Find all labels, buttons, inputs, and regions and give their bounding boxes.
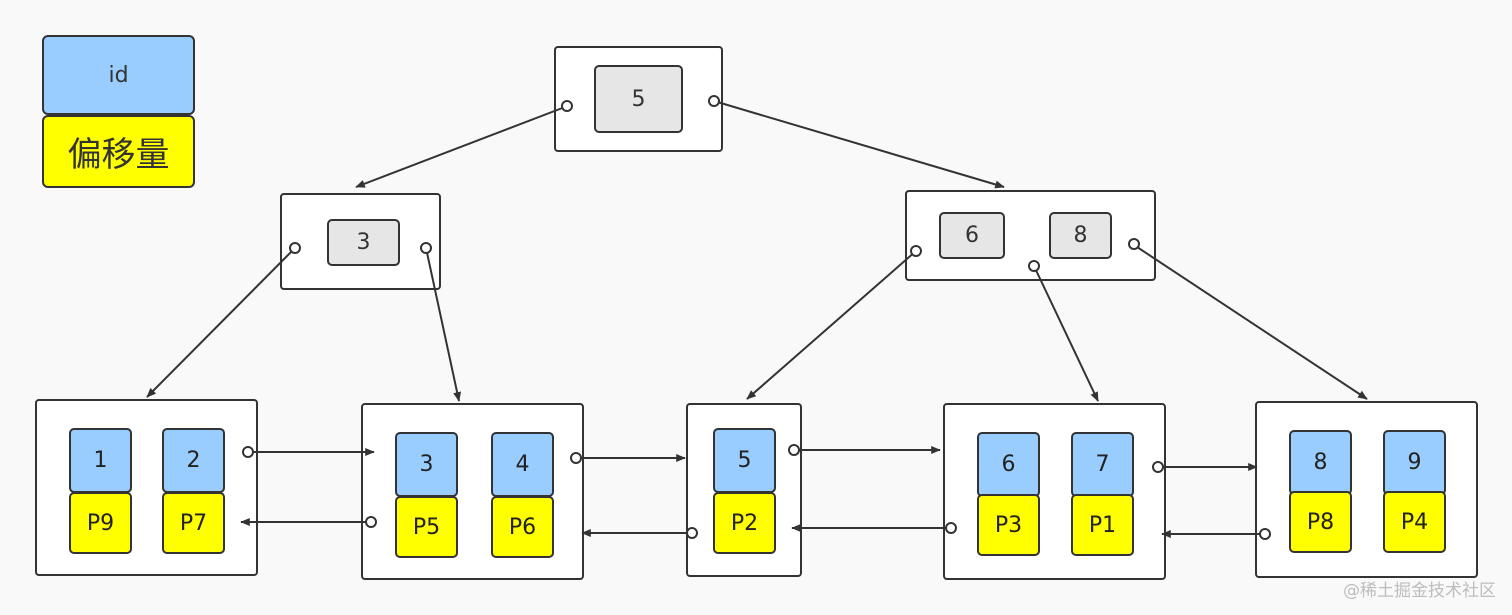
pointer-dot: [686, 527, 698, 539]
leaf-2-ptr-1: P5: [395, 496, 458, 558]
leaf-5-ptr-2: P4: [1383, 491, 1446, 553]
edge-root-to-left: [355, 106, 566, 188]
leaf-2-ptr-2: P6: [491, 496, 554, 558]
internal-right-key-2: 8: [1049, 212, 1112, 259]
leaf-3-ptr-1: P2: [713, 492, 776, 554]
leaf-1-id-2: 2: [162, 428, 225, 493]
leaf-5-ptr-1: P8: [1289, 491, 1352, 553]
pointer-dot: [561, 100, 573, 112]
leaf-4-ptr-2: P1: [1071, 494, 1134, 556]
pointer-dot: [570, 452, 582, 464]
pointer-dot: [1259, 528, 1271, 540]
pointer-dot: [788, 444, 800, 456]
legend-id-box: id: [42, 35, 195, 115]
edge-right-to-leaf4: [1033, 265, 1099, 402]
pointer-dot: [910, 245, 922, 257]
pointer-dot: [945, 522, 957, 534]
pointer-dot: [365, 516, 377, 528]
leaf-2-id-1: 3: [395, 432, 458, 497]
edge-left-to-leaf2: [425, 247, 462, 402]
leaf-1-ptr-1: P9: [69, 492, 132, 554]
pointer-dot: [420, 242, 432, 254]
legend-offset-box: 偏移量: [42, 115, 195, 188]
leaf-5-id-2: 9: [1383, 430, 1446, 495]
pointer-dot: [1028, 260, 1040, 272]
edge-left-to-leaf1: [146, 247, 296, 398]
internal-right-key-1: 6: [939, 212, 1005, 259]
leaf-1-ptr-2: P7: [162, 492, 225, 554]
pointer-dot: [242, 446, 254, 458]
root-key: 5: [594, 65, 683, 133]
pointer-dot: [289, 242, 301, 254]
edge-root-to-right: [713, 100, 1005, 189]
edge-right-to-leaf3: [746, 250, 917, 400]
watermark: @稀土掘金技术社区: [1343, 581, 1496, 601]
leaf-1-id-1: 1: [69, 428, 132, 493]
leaf-4-ptr-1: P3: [977, 494, 1040, 556]
pointer-dot: [1152, 461, 1164, 473]
pointer-dot: [708, 95, 720, 107]
pointer-dot: [1128, 238, 1140, 250]
leaf-3-id-1: 5: [713, 428, 776, 493]
edge-right-to-leaf5: [1133, 244, 1368, 400]
leaf-4-id-1: 6: [977, 432, 1040, 497]
internal-left-key: 3: [327, 219, 400, 266]
